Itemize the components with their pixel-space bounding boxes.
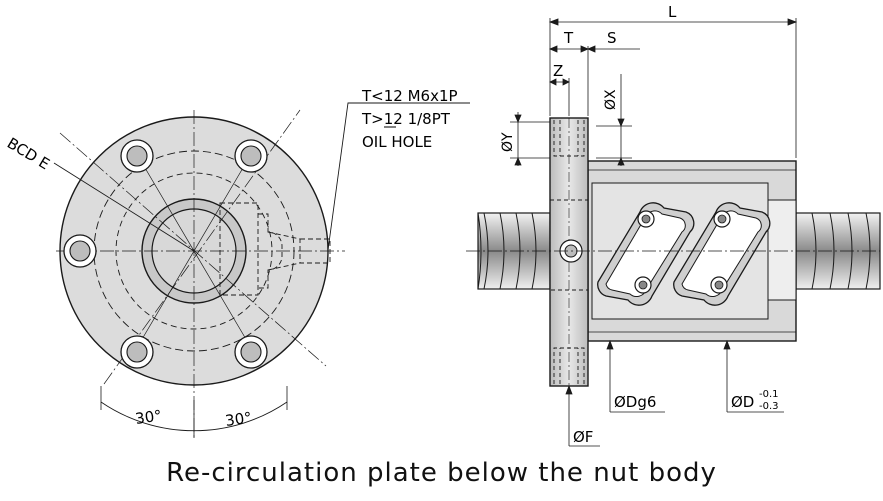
dim-L: L [668,3,677,21]
dim-Z: Z [553,62,563,80]
figure-caption: Re-circulation plate below the nut body [166,458,717,488]
bolt-hole-left [63,234,97,268]
dimension-lines [510,18,798,447]
dim-S: S [607,29,617,47]
end-view [53,102,470,438]
dim-F: ØF [573,428,593,446]
dim-D-tol-lower: -0.3 [759,401,779,412]
dim-D: ØD [731,393,754,411]
bcd-label: BCD E [4,134,53,173]
dim-Y: ØY [500,132,516,152]
bolt-hole-top-left [120,139,154,173]
angle-label-left: 30° [134,406,163,428]
dim-X: ØX [603,89,619,110]
bolt-hole-top-right [234,139,268,173]
oil-hole-spec-line-1: T<12 M6x1P [361,87,458,105]
oil-hole-spec-line-3: OIL HOLE [362,133,432,151]
recirculation-plate-1 [597,202,695,306]
oil-hole-spec-line-2: T>12 1/8PT [361,110,451,128]
dim-D-tol-upper: -0.1 [759,389,779,400]
bolt-hole-bottom-right [234,335,268,369]
angle-label-right: 30° [224,408,253,430]
dim-T: T [563,29,574,47]
dim-Dg6: ØDg6 [614,393,656,411]
bolt-hole-bottom-left [120,335,154,369]
side-view [466,117,881,387]
recirculation-plate-2 [673,202,771,306]
oil-hole-leader [327,102,470,251]
hidden-recirculation [219,202,331,296]
